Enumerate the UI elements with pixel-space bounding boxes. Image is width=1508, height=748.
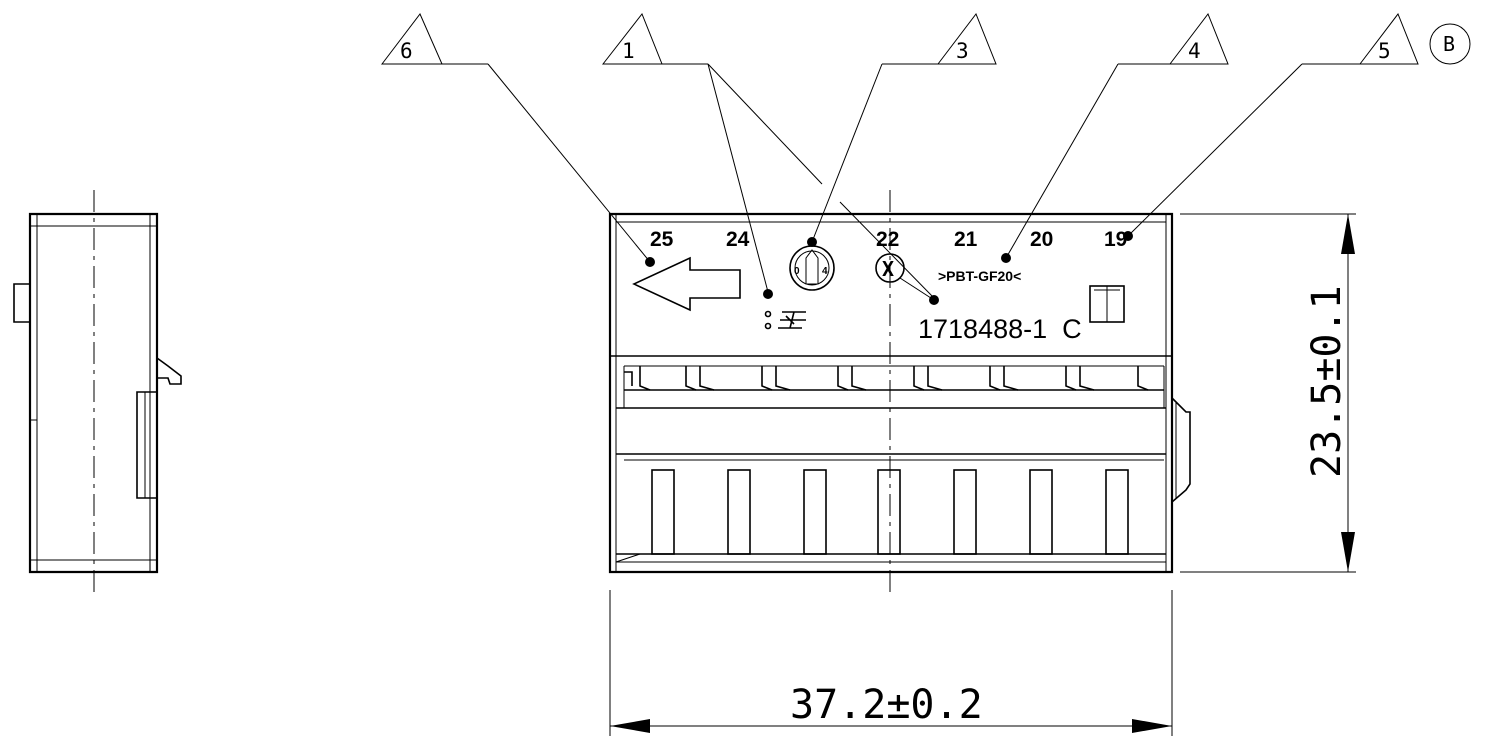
cavity-20: 20 [1030, 228, 1053, 251]
cavity-21: 21 [954, 228, 978, 251]
material-marking: >PBT-GF20< [938, 268, 1021, 284]
callout-3-triangle [936, 12, 997, 65]
callout-6-triangle [380, 13, 443, 65]
leader-dot [1001, 253, 1011, 263]
cavity-24: 24 [726, 228, 750, 251]
cavity-25: 25 [650, 228, 674, 251]
reference-mark: X [882, 257, 894, 281]
manufacturer-logo-icon [764, 310, 806, 330]
leader-dot [1123, 231, 1133, 241]
callout-b-circle [1429, 23, 1471, 65]
callout-4-triangle [1168, 12, 1229, 65]
leader-dot [763, 289, 773, 299]
leader-dot [807, 237, 817, 247]
side-view [13, 190, 182, 592]
latch-fingers [624, 366, 1149, 391]
height-dimension: 23.5±0.1 [1180, 213, 1356, 573]
svg-text:4: 4 [822, 266, 828, 277]
callout-b-label: B [1443, 32, 1455, 56]
cavity-19: 19 [1104, 228, 1127, 251]
callout-5-triangle [1358, 12, 1419, 65]
leader-dot [645, 257, 655, 267]
cavity-numbers: 25 24 22 21 20 19 [650, 228, 1127, 251]
width-dimension: 37.2±0.2 [609, 590, 1173, 736]
insertion-arrow [632, 256, 741, 312]
cavity-22: 22 [876, 228, 899, 251]
height-dimension-text: 23.5±0.1 [1304, 285, 1350, 478]
callout-1-triangle [601, 13, 663, 65]
front-view: 0 4 X [608, 190, 1191, 592]
svg-text:0: 0 [794, 266, 800, 277]
part-number-marking: 1718488-1 C [918, 314, 1082, 344]
date-wheel: 0 4 [789, 245, 835, 291]
callout-5-label: 5 [1378, 39, 1391, 63]
callout-1-label: 1 [622, 39, 635, 63]
callout-3-label: 3 [956, 39, 969, 63]
callout-6-label: 6 [400, 39, 413, 63]
callouts: 6 1 3 4 5 B [380, 12, 1471, 305]
callout-4-label: 4 [1188, 39, 1201, 63]
width-dimension-text: 37.2±0.2 [790, 682, 983, 728]
